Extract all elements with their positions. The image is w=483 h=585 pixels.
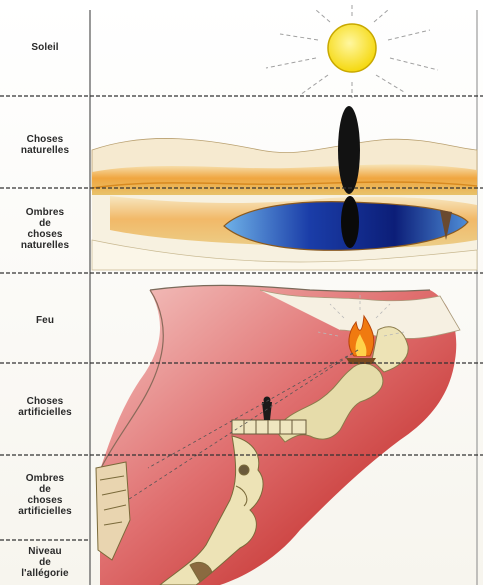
label-niveau: Niveau de l'allégorie	[2, 546, 88, 579]
tree-icon	[338, 106, 360, 194]
label-feu: Feu	[2, 315, 88, 326]
label-ombres-artificielles: Ombres de choses artificielles	[2, 473, 88, 517]
label-choses-naturelles: Choses naturelles	[2, 134, 88, 156]
label-ombres-naturelles: Ombres de choses naturelles	[2, 207, 88, 251]
lake	[92, 195, 477, 270]
label-choses-artificielles: Choses artificielles	[2, 396, 88, 418]
label-soleil: Soleil	[2, 42, 88, 53]
